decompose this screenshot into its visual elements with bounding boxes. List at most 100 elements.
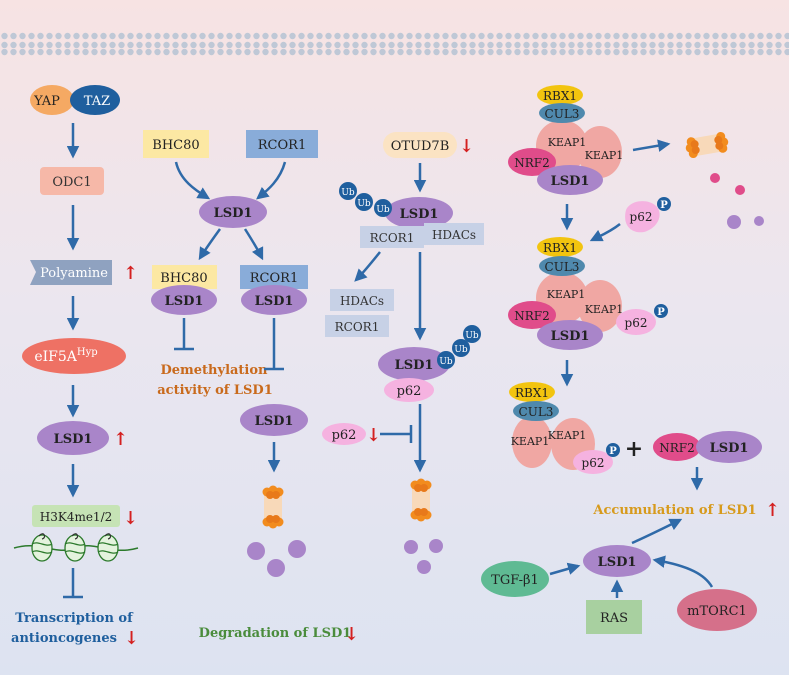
cul3-label-2: CUL3 (545, 260, 580, 274)
phospho-3 (606, 443, 620, 457)
rbx1-node-2 (537, 237, 583, 257)
ub-3-label: Ub (376, 205, 390, 215)
nrf2-node-3 (653, 433, 701, 461)
keap1-label-2b: KEAP1 (585, 303, 624, 316)
rcor1-complex-label: RCOR1 (250, 271, 298, 286)
eif5a-text: eIF5A (34, 349, 77, 365)
p62-bound-node (384, 378, 434, 402)
nrf2-label-2: NRF2 (514, 309, 550, 323)
phospho-2 (654, 304, 668, 318)
fragment-r-purple-2 (754, 216, 764, 226)
p62-label-3: p62 (582, 456, 605, 470)
keap1-node-3a (512, 416, 552, 468)
keap1-node-1b (578, 126, 622, 178)
rcor1-free-node (325, 315, 389, 337)
demethylation-label-line2: activity of LSD1 (157, 383, 273, 398)
hdacs-free-label: HDACs (340, 294, 384, 308)
polyamine-label: Polyamine (40, 266, 108, 281)
ub-2 (355, 193, 373, 211)
fragment-mid-1 (404, 540, 418, 554)
keap1-node-2b (578, 280, 622, 332)
lsd1-bhc80-label: LSD1 (165, 294, 204, 309)
arrow-mtorc1-lsd1 (652, 555, 714, 588)
otud7b-node (383, 132, 457, 158)
eif5a-superscript: Hyp (77, 347, 98, 358)
fragment-mid-2 (429, 539, 443, 553)
nrf2-node-1 (508, 148, 556, 176)
lsd1-rcor1-label: LSD1 (255, 294, 294, 309)
cul3-node-3 (513, 401, 559, 421)
rcor1-label: RCOR1 (258, 138, 306, 153)
lsd1-center-node (199, 196, 267, 228)
phospho-label-3: P (609, 446, 617, 457)
arrow-lsd1-up (631, 518, 683, 545)
cul3-node-2 (539, 256, 585, 276)
accumulation-up-arrow: ↑ (765, 500, 780, 521)
odc1-label: ODC1 (52, 175, 91, 190)
p62-node-1 (625, 201, 660, 233)
lsd1-node-r3 (696, 431, 762, 463)
rcor1-free-label: RCOR1 (335, 320, 380, 334)
arrow-tgfb1-lsd1 (549, 562, 581, 576)
taz-node (70, 85, 120, 115)
h3k4-label: H3K4me1/2 (40, 510, 113, 524)
lsd1-rcor1-node (241, 285, 307, 315)
arrow-dissociation (354, 251, 381, 282)
fragment-left-2 (288, 540, 306, 558)
taz-label: TAZ (84, 94, 110, 109)
ub-1 (339, 182, 357, 200)
otud7b-down-arrow: ↓ (459, 136, 474, 157)
otud7b-label: OTUD7B (391, 139, 450, 154)
ub-3 (374, 199, 392, 217)
proteasome-left (262, 485, 284, 529)
fragment-r-pink-2 (735, 185, 745, 195)
ras-label: RAS (600, 611, 628, 626)
p62-label-1: p62 (630, 210, 653, 224)
eif5a-node (22, 338, 126, 374)
phospho-label-2: P (657, 307, 665, 318)
phospho-1 (657, 197, 671, 211)
lsd1-left-label: LSD1 (54, 432, 93, 447)
left-pathway: YAP TAZ ODC1 Polyamine ↑ eIF5AHyp LSD1 ↑… (11, 85, 139, 649)
arrow-lsd1-rcor1complex (243, 228, 264, 261)
hdacs-ub-node (424, 223, 484, 245)
p62-inhibitor-node (322, 423, 366, 445)
arrow-complex-proteasome (632, 139, 671, 152)
rcor1-ub-node (360, 226, 424, 248)
lsd1-label-r2: LSD1 (551, 329, 590, 344)
rcor1-ub-label: RCOR1 (370, 231, 415, 245)
arrow-bhc80-lsd1 (174, 161, 211, 200)
lsd1-free-label: LSD1 (255, 414, 294, 429)
lsd1-ub-label: LSD1 (400, 207, 439, 222)
hdacs-free-node (330, 289, 394, 311)
fragment-r-purple-1 (727, 215, 741, 229)
transcription-label-line1: Transcription of (15, 611, 134, 626)
keap1-label-3b: KEAP1 (548, 429, 587, 442)
phospho-label-1: P (660, 200, 668, 211)
rbx1-label-1: RBX1 (543, 89, 577, 103)
h3k4-down-arrow: ↓ (123, 508, 138, 529)
eif5a-label: eIF5AHyp (34, 347, 97, 365)
rbx1-label-2: RBX1 (543, 241, 577, 255)
p62-down-arrow: ↓ (366, 425, 381, 446)
complex-pathway: BHC80 RCOR1 LSD1 BHC80 LSD1 RCOR1 LSD1 D… (143, 130, 359, 645)
cul3-label-3: CUL3 (519, 405, 554, 419)
rbx1-node-1 (537, 85, 583, 105)
ub-1-label: Ub (341, 188, 355, 198)
nrf2-node-2 (508, 301, 556, 329)
transcription-down-arrow: ↓ (124, 628, 139, 649)
p62-node-3 (573, 450, 613, 474)
lsd1-ub-node (385, 197, 453, 229)
lsd1-free-node (240, 404, 308, 436)
lsd1-node-r2 (537, 320, 603, 350)
tgfb1-label: TGF-β1 (491, 573, 539, 588)
demethylation-label-line1: Demethylation (160, 363, 268, 378)
p62-label-2: p62 (625, 316, 648, 330)
ub-4-label: Ub (439, 357, 453, 367)
transcription-label-line2: antioncogenes (11, 631, 117, 646)
p62-node-2 (616, 309, 656, 335)
rcor1-node (246, 130, 318, 158)
keap1-label-2a: KEAP1 (547, 288, 586, 301)
keap1-label-3a: KEAP1 (511, 435, 550, 448)
ras-node (586, 600, 642, 634)
